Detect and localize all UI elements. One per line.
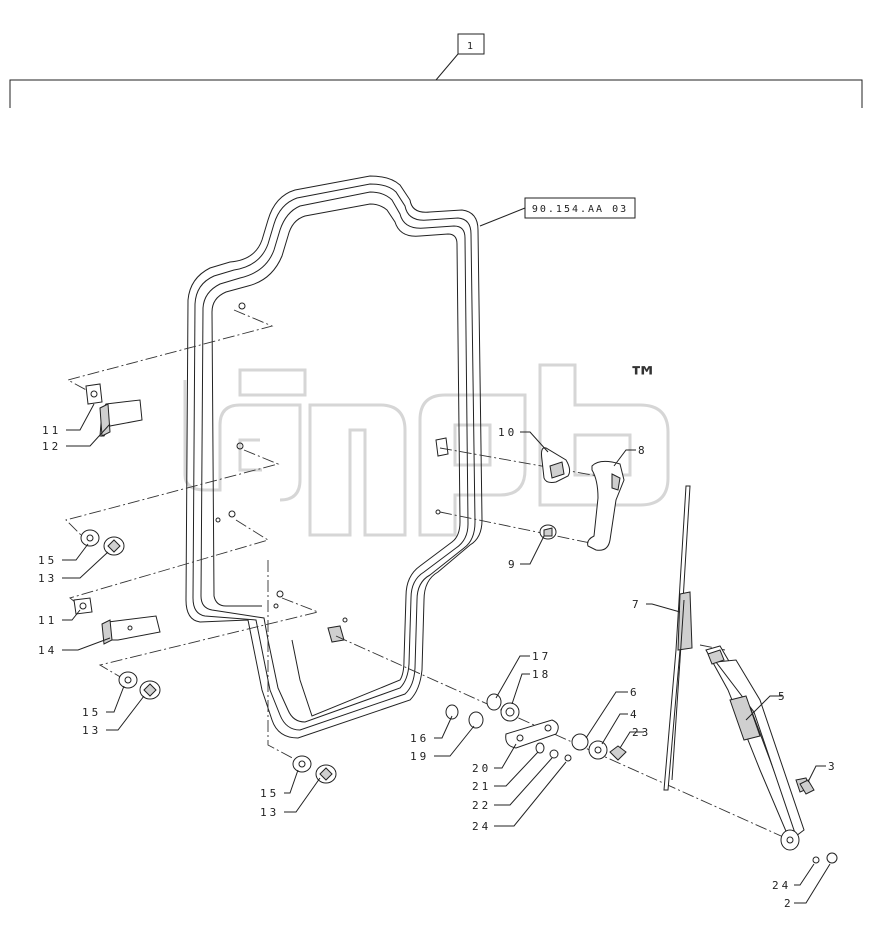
callout-11-lower: 11 [38, 614, 57, 627]
watermark-mark: ™ [628, 361, 658, 396]
reference-label: 90.154.AA 03 [532, 204, 628, 215]
callout-4: 4 [630, 708, 640, 721]
callout-19: 19 [410, 750, 429, 763]
assembly-bracket: 1 [9, 33, 863, 108]
door-handle [539, 447, 625, 551]
wiper-arm [705, 645, 838, 864]
reference-callout: 90.154.AA 03 [479, 197, 636, 227]
washers-and-nuts-left [80, 529, 337, 784]
wiper-blade [663, 485, 693, 791]
reference-leader [479, 207, 526, 227]
watermark: ™ [183, 361, 670, 537]
callout-15-lower: 15 [260, 787, 279, 800]
callout-13-upper: 13 [38, 572, 57, 585]
callout-21: 21 [472, 780, 491, 793]
callout-16: 16 [410, 732, 429, 745]
callout-13-middle: 13 [82, 724, 101, 737]
callout-labels: 11 12 15 13 11 14 15 13 15 13 10 8 9 7 5… [38, 424, 838, 910]
callout-15-upper: 15 [38, 554, 57, 567]
callout-14: 14 [38, 644, 57, 657]
callout-6: 6 [630, 686, 640, 699]
callout-24-upper: 24 [472, 820, 491, 833]
callout-5: 5 [778, 690, 788, 703]
top-box-leader [435, 53, 459, 81]
door-frame [185, 175, 483, 739]
callout-7: 7 [632, 598, 642, 611]
hinge-lower [73, 597, 161, 645]
top-box-label: 1 [467, 41, 475, 52]
callout-11-upper: 11 [42, 424, 61, 437]
callout-23: 23 [632, 726, 651, 739]
callout-10: 10 [498, 426, 517, 439]
callout-24-lower: 24 [772, 879, 791, 892]
callout-2: 2 [784, 897, 794, 910]
callout-15-middle: 15 [82, 706, 101, 719]
callout-17: 17 [532, 650, 551, 663]
callout-3: 3 [828, 760, 838, 773]
callout-9: 9 [508, 558, 518, 571]
callout-12: 12 [42, 440, 61, 453]
callout-18: 18 [532, 668, 551, 681]
pivot-linkage [445, 693, 815, 795]
callout-13-lower: 13 [260, 806, 279, 819]
top-box [457, 33, 485, 55]
callout-20: 20 [472, 762, 491, 775]
callout-leaders [62, 403, 831, 904]
callout-22: 22 [472, 799, 491, 812]
hinge-upper [85, 383, 143, 437]
callout-8: 8 [638, 444, 648, 457]
bracket-line [9, 79, 863, 108]
